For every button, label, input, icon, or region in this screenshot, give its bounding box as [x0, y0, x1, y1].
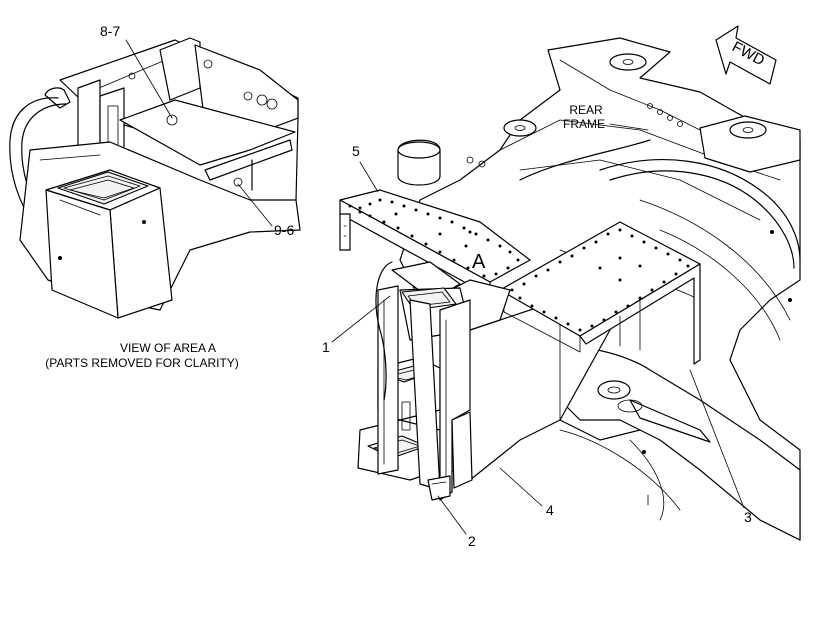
callout-4: 4: [499, 467, 554, 518]
main-view: [339, 37, 801, 541]
area-a-label: A: [472, 251, 486, 273]
callout-3: 3: [689, 369, 752, 525]
callout-2: 2: [437, 495, 476, 549]
rear-frame-line2: FRAME: [563, 117, 605, 131]
callout-4-label: 4: [546, 502, 554, 518]
callout-5: 5: [352, 143, 379, 193]
callout-9-6: 9-6: [237, 183, 294, 238]
callout-5-label: 5: [352, 143, 360, 159]
callout-1-label: 1: [322, 339, 330, 355]
fwd-arrow-icon: FWD: [715, 25, 777, 85]
callout-8-7-label: 8-7: [100, 23, 120, 39]
callout-1: 1: [322, 295, 391, 355]
view-subtitle: (PARTS REMOVED FOR CLARITY): [45, 356, 239, 370]
callout-2-label: 2: [468, 533, 476, 549]
rear-frame-line1: REAR: [569, 103, 603, 117]
callout-8-7: 8-7: [100, 23, 173, 119]
callout-3-label: 3: [744, 509, 752, 525]
inset-view-area-a: [9, 37, 301, 319]
right-platform-holes: [510, 228, 690, 332]
rear-frame-label: REAR FRAME: [563, 103, 649, 131]
view-title: VIEW OF AREA A: [120, 341, 216, 355]
callout-9-6-label: 9-6: [274, 222, 294, 238]
left-platform-holes: [348, 198, 520, 278]
